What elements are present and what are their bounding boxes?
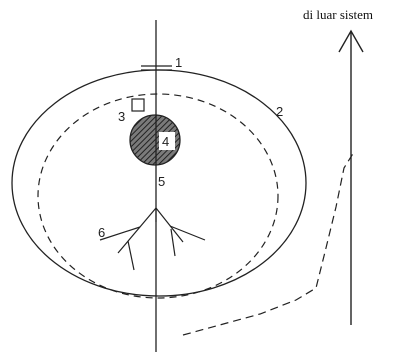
label-1: 1 xyxy=(175,55,182,70)
label-4: 4 xyxy=(162,134,169,149)
hatched-circle xyxy=(129,114,181,166)
root-branches xyxy=(99,207,206,271)
inner-dashed-boundary xyxy=(37,93,279,299)
label-four-box xyxy=(159,132,175,150)
upward-arrow-head xyxy=(338,29,364,53)
outside-system-label: di luar sistem xyxy=(303,7,373,22)
label-5: 5 xyxy=(158,174,165,189)
label-6: 6 xyxy=(98,225,105,240)
label-2: 2 xyxy=(276,104,283,119)
label-3: 3 xyxy=(118,109,125,124)
dashed-flow-path xyxy=(182,151,355,336)
small-square xyxy=(131,98,145,112)
